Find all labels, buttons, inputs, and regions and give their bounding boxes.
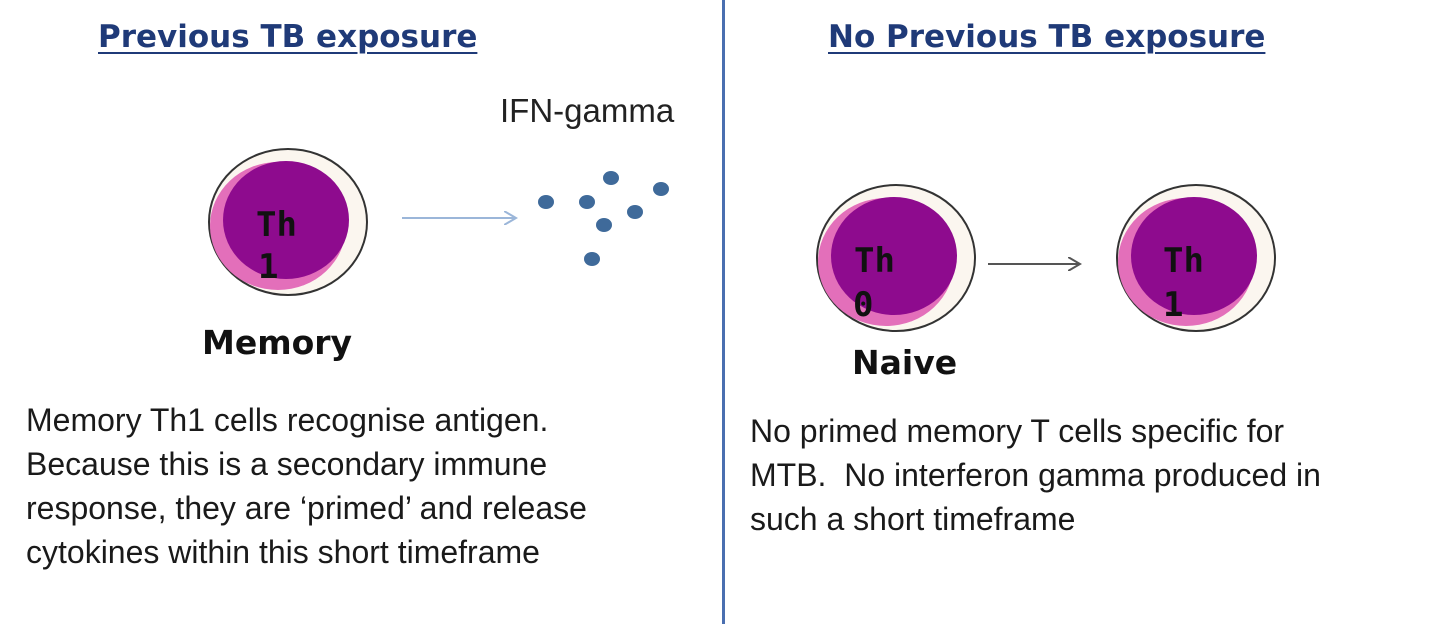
memory-th1-cell: Th 1	[208, 148, 368, 296]
memory-label: Memory	[202, 323, 353, 362]
cell-nucleus	[831, 197, 957, 315]
cell-text-line1: Th	[854, 241, 895, 281]
ifn-gamma-label: IFN-gamma	[500, 92, 675, 129]
cell-text-line1: Th	[1163, 241, 1204, 281]
cytokine-dot	[538, 195, 554, 209]
cell-text-line2: 1	[1163, 285, 1183, 325]
cell-nucleus	[1131, 197, 1257, 315]
cell-text-line2: 1	[258, 247, 278, 287]
right-description: No primed memory T cells specific for MT…	[750, 409, 1321, 541]
cytokine-dot	[653, 182, 669, 196]
cytokine-dot	[603, 171, 619, 185]
cytokine-dot	[596, 218, 612, 232]
cytokine-dot	[584, 252, 600, 266]
naive-label: Naive	[852, 343, 958, 382]
description-line: Memory Th1 cells recognise antigen.	[26, 402, 549, 438]
ifn-gamma-dots	[538, 171, 669, 266]
center-divider	[722, 0, 725, 624]
description-line: such a short timeframe	[750, 501, 1076, 537]
cell-nucleus	[223, 161, 349, 279]
description-line: Because this is a secondary immune	[26, 446, 548, 482]
description-line: response, they are ‘primed’ and release	[26, 490, 587, 526]
left-description: Memory Th1 cells recognise antigen. Beca…	[26, 398, 587, 574]
right-heading: No Previous TB exposure	[828, 19, 1266, 55]
description-line: No primed memory T cells specific for	[750, 413, 1285, 449]
description-line: MTB. No interferon gamma produced in	[750, 457, 1321, 493]
cell-text-line2: 0	[853, 285, 873, 325]
description-line: cytokines within this short timeframe	[26, 534, 540, 570]
left-heading: Previous TB exposure	[98, 19, 478, 55]
th1-cell: Th 1	[1116, 184, 1276, 332]
cytokine-dot	[579, 195, 595, 209]
cytokine-dot	[627, 205, 643, 219]
naive-th0-cell: Th 0	[816, 184, 976, 332]
cell-text-line1: Th	[256, 205, 297, 245]
